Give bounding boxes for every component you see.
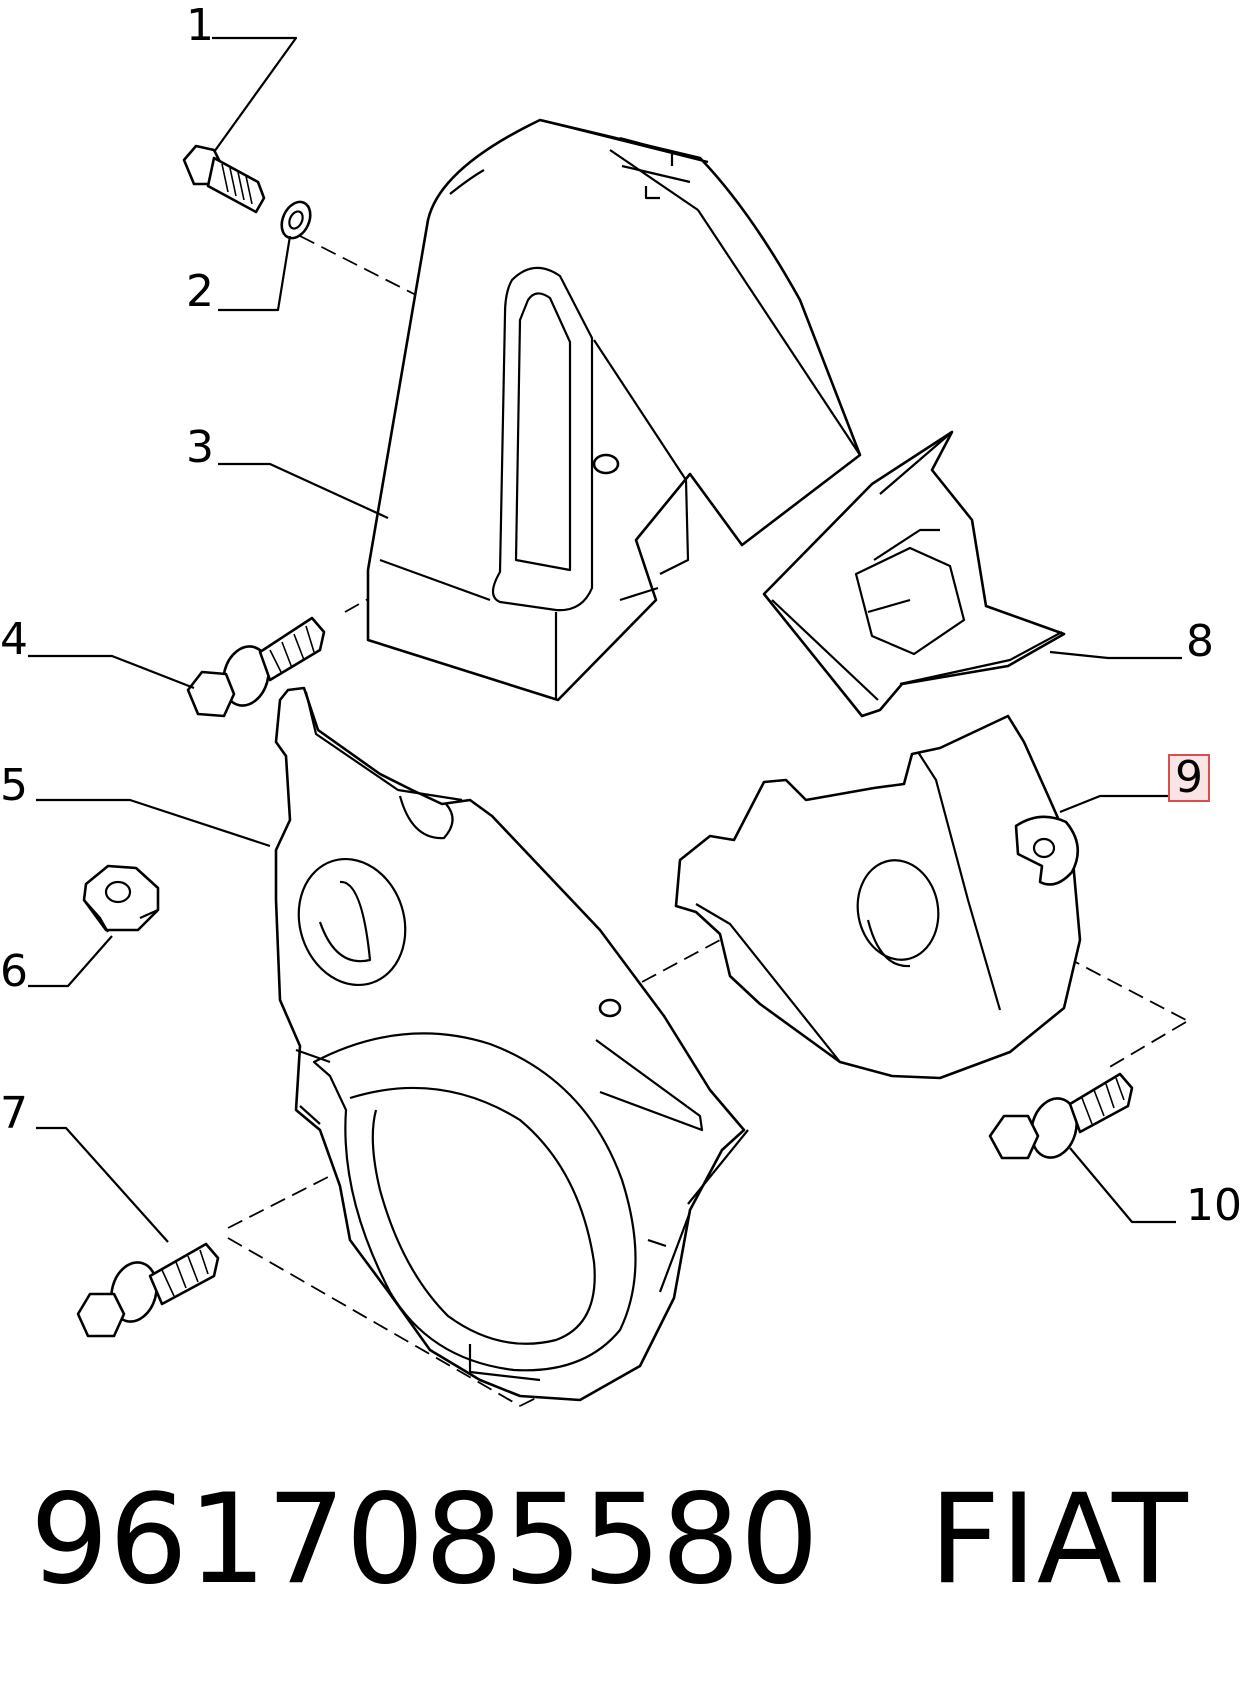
callout-1: 1	[186, 0, 214, 51]
bolt-part-1	[182, 144, 266, 214]
flanged-bolt-part-4	[186, 616, 326, 718]
part-number: 9617085580	[30, 1468, 819, 1612]
callout-6: 6	[0, 946, 28, 997]
callout-9: 9	[1168, 754, 1210, 802]
callout-7: 7	[0, 1088, 28, 1139]
callout-5: 5	[0, 760, 28, 811]
flanged-bolt-part-10	[988, 1072, 1134, 1160]
brand-name: FIAT	[928, 1468, 1188, 1612]
footer-caption: 9617085580 FIAT	[30, 1478, 1188, 1602]
upper-timing-cover	[366, 118, 862, 702]
leader-lines	[28, 36, 1182, 1243]
flange-nut-part-6	[82, 864, 160, 933]
belt-guide-bracket	[762, 430, 1066, 718]
callout-10: 10	[1186, 1180, 1242, 1231]
callout-2: 2	[186, 266, 214, 317]
callout-8: 8	[1186, 616, 1214, 667]
lower-timing-cover	[674, 714, 1082, 1080]
flanged-bolt-part-7	[76, 1242, 220, 1338]
inner-timing-plate	[274, 686, 749, 1402]
washer-part-2	[280, 200, 312, 240]
callout-4: 4	[0, 614, 28, 665]
callout-3: 3	[186, 422, 214, 473]
